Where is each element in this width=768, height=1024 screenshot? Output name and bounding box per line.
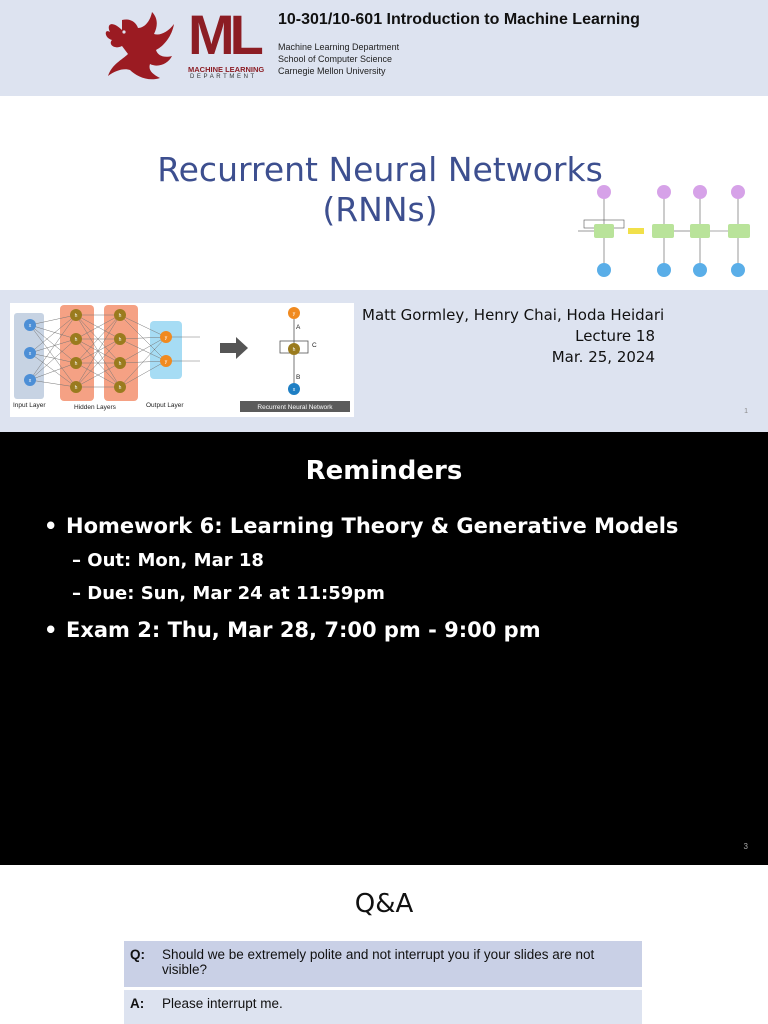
qa-table: Q: Should we be extremely polite and not…: [124, 941, 642, 1024]
bullet-icon: •: [44, 514, 58, 538]
title-line2: (RNNs): [322, 190, 438, 229]
ml-logo-line2: DEPARTMENT: [190, 74, 257, 80]
ml-logo-letters: ML: [188, 3, 264, 66]
lecture-number: Lecture 18: [575, 327, 655, 345]
rnn-b-label: B: [296, 374, 300, 381]
ml-logo-line1: MACHINE LEARNING: [188, 65, 265, 74]
reminders-slide: Reminders • Homework 6: Learning Theory &…: [0, 432, 768, 865]
question-row: Q: Should we be extremely polite and not…: [124, 941, 642, 987]
question-key: Q:: [130, 947, 145, 962]
page-number: 1: [744, 408, 748, 415]
nn-vs-rnn-figure: x x x h h h h h h h h y y Input Layer Hi…: [10, 303, 354, 417]
rnn-a-label: A: [296, 324, 301, 331]
input-layer-label: Input Layer: [13, 402, 46, 409]
bullet-homework: • Homework 6: Learning Theory & Generativ…: [44, 514, 678, 538]
answer-key: A:: [130, 996, 145, 1011]
node-h-label: h: [75, 385, 78, 391]
slide-title: Q&A: [354, 889, 414, 919]
sub-bullet-text: Out: Mon, Mar 18: [87, 550, 264, 571]
dept-line: School of Computer Science: [278, 54, 393, 64]
rnn-caption: Recurrent Neural Network: [257, 404, 333, 411]
right-arrow-icon: [220, 337, 248, 359]
answer-row: A: Please interrupt me.: [124, 990, 642, 1024]
sub-bullet-out: – Out: Mon, Mar 18: [72, 550, 264, 571]
slide-title: Reminders: [305, 456, 463, 486]
dragon-logo-icon: [105, 12, 174, 80]
rnn-h-label: h: [293, 347, 296, 353]
sub-bullet-text: Due: Sun, Mar 24 at 11:59pm: [87, 583, 385, 604]
node-y-label: y: [165, 335, 168, 341]
dept-line: Machine Learning Department: [278, 42, 400, 52]
node-x-label: x: [29, 323, 32, 329]
node-x-label: x: [29, 351, 32, 357]
course-title: 10-301/10-601 Introduction to Machine Le…: [278, 11, 640, 28]
page-number: 3: [743, 842, 748, 851]
title-line1: Recurrent Neural Networks: [157, 150, 603, 189]
node-h-label: h: [75, 313, 78, 319]
title-slide: ML MACHINE LEARNING DEPARTMENT 10-301/10…: [0, 0, 768, 432]
qa-slide: Q&A Q: Should we be extremely polite and…: [0, 865, 768, 1024]
hidden-layers-label: Hidden Layers: [74, 404, 117, 411]
lecture-date: Mar. 25, 2024: [551, 348, 655, 366]
node-h-label: h: [119, 313, 122, 319]
node-x-label: x: [29, 378, 32, 384]
question-text: Should we be extremely polite and not in…: [162, 947, 595, 977]
answer-text: Please interrupt me.: [162, 996, 283, 1011]
authors: Matt Gormley, Henry Chai, Hoda Heidari: [362, 306, 665, 324]
rnn-y-label: y: [293, 311, 296, 317]
ml-department-logo: ML MACHINE LEARNING DEPARTMENT: [188, 3, 266, 84]
node-h-label: h: [75, 337, 78, 343]
rnn-x-label: x: [293, 387, 296, 393]
output-layer-label: Output Layer: [146, 402, 184, 409]
node-y-label: y: [165, 359, 168, 365]
slide-title: Recurrent Neural Networks (RNNs): [120, 150, 640, 230]
bullet-exam: • Exam 2: Thu, Mar 28, 7:00 pm - 9:00 pm: [44, 618, 541, 642]
node-h-label: h: [119, 361, 122, 367]
rnn-c-label: C: [312, 342, 317, 349]
bullet-text: Exam 2: Thu, Mar 28, 7:00 pm - 9:00 pm: [66, 618, 541, 642]
node-h-label: h: [75, 361, 78, 367]
node-h-label: h: [119, 337, 122, 343]
bullet-icon: •: [44, 618, 58, 642]
dash-icon: –: [72, 583, 81, 604]
sub-bullet-due: – Due: Sun, Mar 24 at 11:59pm: [72, 583, 385, 604]
dash-icon: –: [72, 550, 81, 571]
unrolled-rnn-diagram: [578, 185, 750, 277]
bullet-text: Homework 6: Learning Theory & Generative…: [66, 514, 679, 538]
node-h-label: h: [119, 385, 122, 391]
dept-line: Carnegie Mellon University: [278, 66, 386, 76]
